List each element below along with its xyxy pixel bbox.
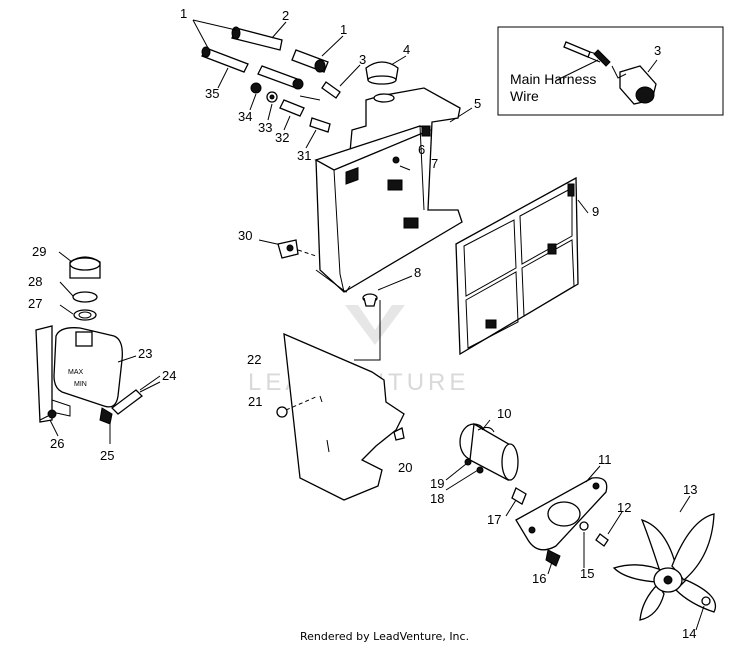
callout-33: 33	[258, 120, 272, 135]
callout-16: 16	[532, 571, 546, 586]
callout-5: 5	[474, 96, 481, 111]
callout-6: 6	[418, 142, 425, 157]
callout-20: 20	[398, 460, 412, 475]
radiator	[314, 87, 463, 293]
coolant-tank: MAX MIN	[35, 251, 161, 444]
leader-lines	[192, 19, 589, 291]
callout-14: 14	[682, 626, 696, 641]
callout-19: 19	[430, 476, 444, 491]
callout-35: 35	[205, 86, 219, 101]
callout-2: 2	[282, 8, 289, 23]
callout-24: 24	[162, 368, 176, 383]
callout-17: 17	[487, 512, 501, 527]
inset-box: Main Harness Wire 3	[497, 26, 724, 116]
radiator-hoses	[201, 26, 341, 133]
callout-12: 12	[617, 500, 631, 515]
callout-29: 29	[32, 244, 46, 259]
callout-31: 31	[297, 148, 311, 163]
callout-22: 22	[247, 352, 261, 367]
callout-labels: 1 2 1 3 4 5 6 7 8 9 10 11 12 13 14 15 16…	[28, 6, 697, 641]
callout-10: 10	[497, 406, 511, 421]
callout-13: 13	[683, 482, 697, 497]
callout-34: 34	[238, 109, 252, 124]
callout-26: 26	[50, 436, 64, 451]
callout-3: 3	[359, 52, 366, 67]
callout-18: 18	[430, 491, 444, 506]
callout-32: 32	[275, 130, 289, 145]
callout-30: 30	[238, 228, 252, 243]
radiator-screen	[455, 176, 579, 356]
footer-credit: Rendered by LeadVenture, Inc.	[300, 630, 469, 643]
callout-4: 4	[403, 42, 410, 57]
inset-callout-3: 3	[654, 43, 661, 58]
small-fittings	[277, 239, 378, 307]
callout-28: 28	[28, 274, 42, 289]
callout-15: 15	[580, 566, 594, 581]
callout-8: 8	[414, 265, 421, 280]
fan-blade	[612, 495, 716, 631]
callout-23: 23	[138, 346, 152, 361]
callout-11: 11	[598, 452, 612, 467]
motor-bracket	[515, 465, 623, 575]
callout-25: 25	[100, 448, 114, 463]
radiator-cap	[365, 61, 399, 85]
callout-27: 27	[28, 296, 42, 311]
callout-9: 9	[592, 204, 599, 219]
callout-7: 7	[431, 156, 438, 171]
callout-1b: 1	[340, 22, 347, 37]
fan-motor	[445, 419, 527, 517]
callout-1a: 1	[180, 6, 187, 21]
tank-min-label: MIN	[74, 381, 87, 388]
shroud-panel	[276, 300, 405, 501]
inset-label-line2: Wire	[510, 88, 539, 104]
callout-21: 21	[248, 394, 262, 409]
tank-max-label: MAX	[68, 369, 84, 376]
inset-label-line1: Main Harness	[510, 71, 596, 87]
